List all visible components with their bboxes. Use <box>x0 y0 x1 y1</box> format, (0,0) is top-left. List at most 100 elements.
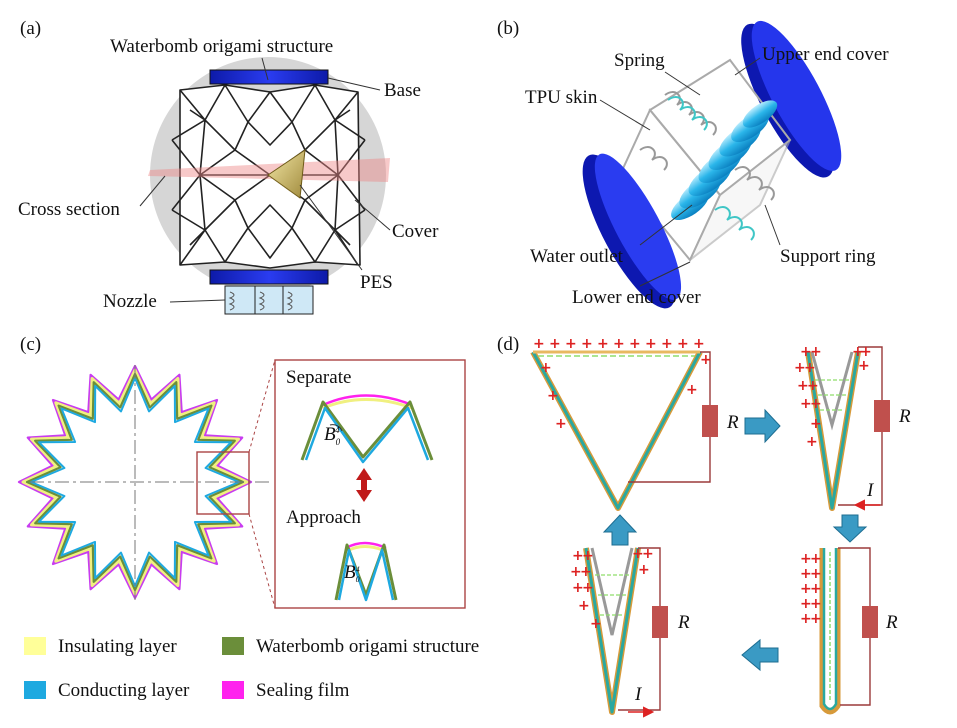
svg-text:+: + <box>570 564 582 580</box>
leader-support-ring <box>764 204 781 246</box>
charges-4: ++++ +++ ++++ <box>570 546 654 632</box>
label-tpu-skin: TPU skin <box>525 87 598 108</box>
svg-text:+: + <box>645 336 657 352</box>
svg-text:+: + <box>572 548 584 564</box>
leader-tpu-skin <box>599 99 651 131</box>
svg-text:+: + <box>597 336 609 352</box>
legend-swatch-sealing <box>222 681 244 699</box>
legend-swatch-waterbomb <box>222 637 244 655</box>
leader-title <box>261 57 269 81</box>
svg-text:+: + <box>693 336 705 352</box>
legend: Insulating layer Waterbomb origami struc… <box>24 636 479 701</box>
support-frame <box>618 58 792 262</box>
svg-text:+: + <box>800 581 812 597</box>
label-water-outlet: Water outlet <box>530 246 624 267</box>
svg-text:+: + <box>540 360 552 376</box>
svg-text:+: + <box>661 336 673 352</box>
stage-4-reopening: R I ++++ +++ ++++ <box>570 546 690 718</box>
leader-nozzle <box>169 299 226 303</box>
label-cross-section: Cross section <box>18 199 120 220</box>
charges-2: ++++ +++ ++++ ++ <box>794 344 872 450</box>
approach-state <box>334 541 398 602</box>
svg-text:+: + <box>800 551 812 567</box>
label-support-ring: Support ring <box>780 246 876 267</box>
stage-3-closed: R ++++ ++++ ++ <box>800 547 898 715</box>
label-nozzle: Nozzle <box>103 291 157 312</box>
zoom-guide-bottom <box>248 513 276 609</box>
resistor-4 <box>652 606 668 638</box>
separate-state <box>300 394 434 464</box>
leader-lower-end-cover <box>639 261 691 287</box>
leader-upper-end-cover <box>734 57 761 76</box>
svg-text:+: + <box>572 580 584 596</box>
svg-text:+: + <box>590 616 602 632</box>
transition-double-arrow <box>356 468 372 502</box>
svg-text:+: + <box>797 378 809 394</box>
svg-text:+: + <box>629 336 641 352</box>
panel-a: (a) Waterbomb origami structure Base <box>18 18 439 315</box>
panel-d-tag: (d) <box>497 334 519 355</box>
svg-text:+: + <box>807 378 819 394</box>
legend-item-sealing: Sealing film <box>222 680 350 701</box>
resistor-3 <box>862 606 878 638</box>
label-separate: Separate <box>286 367 351 388</box>
svg-text:+: + <box>810 611 822 627</box>
label-pes: PES <box>360 272 393 293</box>
leader-spring <box>664 71 701 96</box>
arrow-stage4-to-1 <box>602 514 638 546</box>
svg-text:+: + <box>800 396 812 412</box>
zoom-guide-top <box>248 359 276 453</box>
current-label-4: I <box>634 684 643 705</box>
svg-text:+: + <box>800 596 812 612</box>
svg-text:+: + <box>582 580 594 596</box>
panel-b: (b) <box>497 18 889 309</box>
svg-text:+: + <box>582 548 594 564</box>
label-spring: Spring <box>614 50 665 71</box>
svg-text:+: + <box>638 562 650 578</box>
charges-3: ++++ ++++ ++ <box>800 551 822 627</box>
zoom-inset <box>274 359 466 609</box>
leader-cover <box>354 199 391 231</box>
svg-text:+: + <box>810 566 822 582</box>
cross-section-plane <box>148 158 390 182</box>
svg-text:+: + <box>810 581 822 597</box>
resistor-1 <box>702 405 718 437</box>
nozzle <box>224 285 314 315</box>
angle-label-approach: B04 <box>344 562 360 584</box>
svg-text:+: + <box>810 396 822 412</box>
legend-item-insulating: Insulating layer <box>24 636 177 657</box>
panel-d: (d) R ++++ ++++ +++ +++ ++ <box>497 334 911 718</box>
base-bar-bottom <box>209 269 329 285</box>
svg-text:+: + <box>547 388 559 404</box>
svg-text:+: + <box>613 336 625 352</box>
springs <box>639 91 775 241</box>
label-upper-end-cover: Upper end cover <box>762 44 889 65</box>
legend-label-insulating: Insulating layer <box>58 636 177 657</box>
svg-text:+: + <box>800 566 812 582</box>
angle-label-separate: B04 <box>324 424 341 447</box>
svg-text:+: + <box>581 336 593 352</box>
svg-text:+: + <box>810 551 822 567</box>
legend-label-waterbomb: Waterbomb origami structure <box>256 636 479 657</box>
legend-swatch-conducting <box>24 681 46 699</box>
svg-text:+: + <box>860 344 872 360</box>
svg-text:+: + <box>806 434 818 450</box>
panel-a-tag: (a) <box>20 18 41 39</box>
zoom-region <box>196 451 250 515</box>
label-cover: Cover <box>392 221 439 242</box>
svg-text:+: + <box>580 564 592 580</box>
label-base: Base <box>384 80 421 101</box>
stage-1-open: R ++++ ++++ +++ +++ ++ <box>530 336 739 511</box>
svg-text:+: + <box>578 598 590 614</box>
svg-text:+: + <box>642 546 654 562</box>
resistor-label-4: R <box>677 612 690 633</box>
legend-label-conducting: Conducting layer <box>58 680 190 701</box>
svg-text:+: + <box>555 416 567 432</box>
svg-text:+: + <box>686 382 698 398</box>
charges-1: ++++ ++++ +++ +++ ++ <box>533 336 712 432</box>
svg-text:+: + <box>794 360 806 376</box>
leader-water-outlet <box>639 204 693 246</box>
legend-item-waterbomb: Waterbomb origami structure <box>222 636 479 657</box>
pes-pyramid-shade <box>268 175 300 198</box>
label-lower-end-cover: Lower end cover <box>572 287 701 308</box>
